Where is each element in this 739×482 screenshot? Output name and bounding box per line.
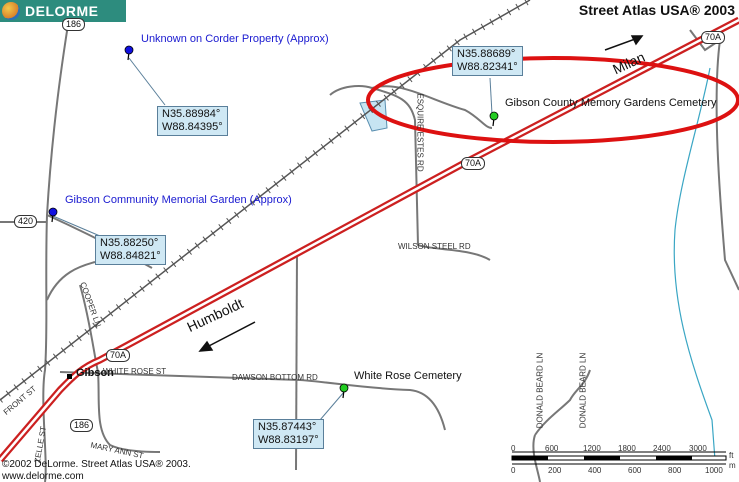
website-link[interactable]: www.delorme.com: [2, 471, 84, 482]
shield-70a-2: 70A: [461, 157, 486, 170]
poi-white-rose-lon: W88.83197°: [258, 434, 319, 446]
scale-ft-600: 600: [545, 444, 559, 453]
gibson-town-marker: [67, 374, 72, 379]
copyright-text: ©2002 DeLorme. Street Atlas USA® 2003.: [2, 459, 191, 470]
road-donald-beard-ln-2: DONALD BEARD LN: [578, 352, 588, 429]
poi-gibson-community-name: Gibson Community Memorial Garden (Approx…: [65, 194, 292, 206]
scale-ft-2400: 2400: [653, 444, 671, 453]
poi-gibson-community-lat: N35.88250°: [100, 237, 159, 249]
town-gibson: Gibson: [76, 367, 114, 379]
poi-gibson-community-lon: W88.84821°: [100, 250, 161, 262]
arrow-milan-icon: [604, 35, 644, 51]
poi-gibson-county-lat: N35.88689°: [457, 48, 516, 60]
scale-m-unit: m: [729, 461, 736, 470]
poi-corder-name: Unknown on Corder Property (Approx): [141, 33, 329, 45]
road-wilson-steel-rd: WILSON STEEL RD: [398, 242, 471, 251]
road-dawson-bottom-rd: DAWSON BOTTOM RD: [232, 373, 318, 382]
callout-leaders: [52, 57, 493, 421]
scale-ft-3000: 3000: [689, 444, 707, 453]
scale-m-1000: 1000: [705, 466, 723, 475]
road-esquire-estes-rd: ESQUIRE ESTES RD: [415, 93, 425, 172]
scale-ft-unit: ft: [729, 451, 734, 460]
poi-gibson-county-lon: W88.82341°: [457, 61, 518, 73]
shield-420: 420: [14, 215, 38, 228]
globe-icon: [2, 2, 20, 20]
shield-70a-1: 70A: [106, 349, 131, 362]
scale-m-400: 400: [588, 466, 602, 475]
pin-gibson-county[interactable]: [489, 111, 499, 127]
road-white-rose-st: WHITE ROSE ST: [103, 367, 167, 376]
poi-corder-coords: N35.88984° W88.84395°: [157, 106, 228, 136]
scale-m-800: 800: [668, 466, 682, 475]
highlight-ellipse: [366, 56, 739, 144]
poi-gibson-county-name: Gibson County Memory Gardens Cemetery: [505, 97, 717, 109]
poi-white-rose-lat: N35.87443°: [258, 421, 317, 433]
pin-gibson-community[interactable]: [48, 207, 58, 223]
scale-ft-1200: 1200: [583, 444, 601, 453]
scale-ft-0: 0: [511, 444, 516, 453]
poi-white-rose-coords: N35.87443° W88.83197°: [253, 419, 324, 449]
pin-white-rose[interactable]: [339, 383, 349, 399]
scale-bar: [511, 451, 727, 465]
shield-186-bottom: 186: [70, 419, 94, 432]
poi-white-rose-name: White Rose Cemetery: [354, 370, 462, 382]
road-donald-beard-ln-1: DONALD BEARD LN: [535, 352, 545, 429]
poi-corder-lon: W88.84395°: [162, 121, 223, 133]
poi-gibson-community-coords: N35.88250° W88.84821°: [95, 235, 166, 265]
poi-corder-lat: N35.88984°: [162, 108, 221, 120]
poi-gibson-county-coords: N35.88689° W88.82341°: [452, 46, 523, 76]
delorme-logo[interactable]: DELORME: [0, 0, 126, 22]
scale-ft-1800: 1800: [618, 444, 636, 453]
shield-186-top: 186: [62, 18, 86, 31]
highway-70a: [0, 16, 739, 463]
pin-corder[interactable]: [124, 45, 134, 61]
shield-70a-3: 70A: [701, 31, 726, 44]
railroad: [0, 0, 532, 403]
scale-m-600: 600: [628, 466, 642, 475]
scale-m-200: 200: [548, 466, 562, 475]
stream: [673, 67, 716, 461]
scale-m-0: 0: [511, 466, 516, 475]
arrow-humboldt-icon: [198, 321, 256, 352]
logo-text: DELORME: [25, 3, 99, 19]
product-title: Street Atlas USA® 2003: [578, 2, 735, 18]
